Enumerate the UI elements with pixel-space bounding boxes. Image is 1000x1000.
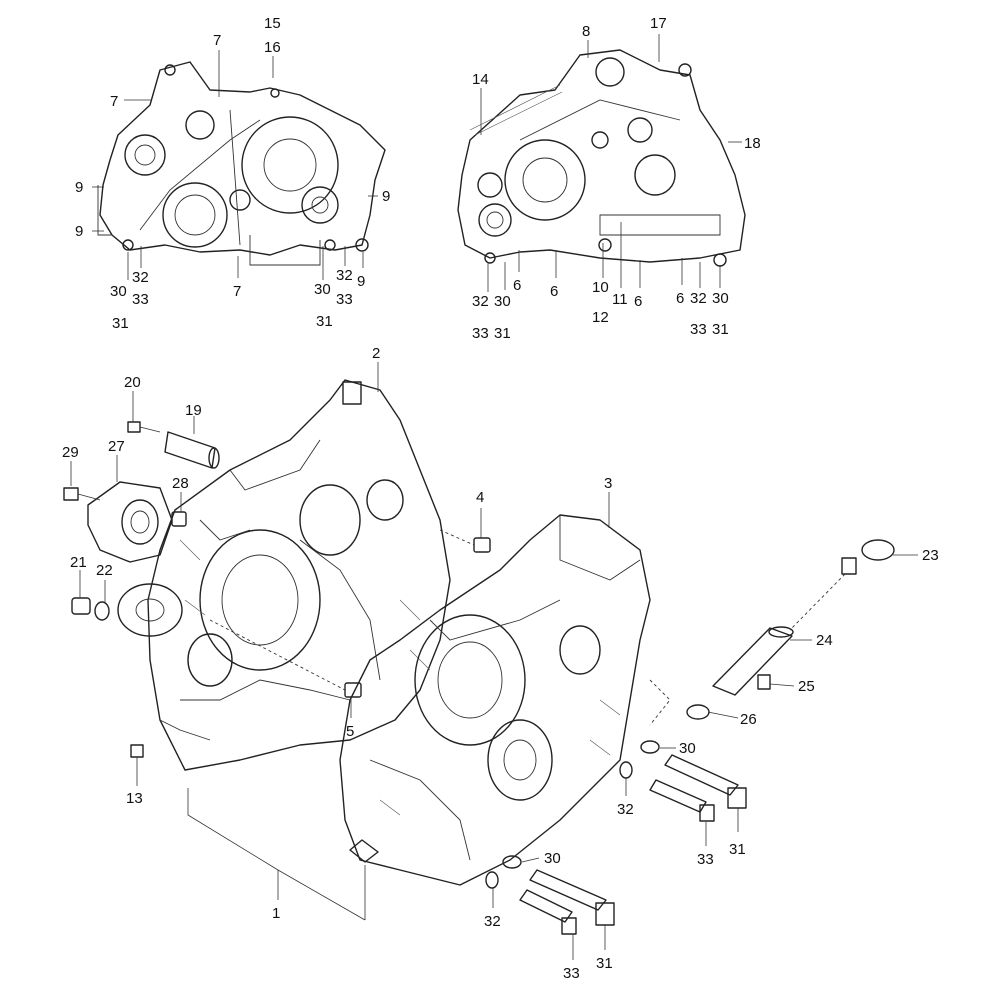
callout-16: 16 <box>264 39 281 56</box>
callout-9: 9 <box>382 188 390 205</box>
washer-22 <box>94 601 110 621</box>
leader-lines <box>70 34 918 960</box>
washer-32-upper <box>619 761 633 779</box>
oil-pump-cover-27 <box>87 481 173 563</box>
callout-32: 32 <box>472 293 489 310</box>
washer-30-upper <box>640 740 660 754</box>
callout-24: 24 <box>816 632 833 649</box>
dowel-4 <box>473 537 491 553</box>
callout-2: 2 <box>372 345 380 362</box>
callout-33: 33 <box>563 965 580 982</box>
callout-31: 31 <box>316 313 333 330</box>
callout-30: 30 <box>544 850 561 867</box>
callout-19: 19 <box>185 402 202 419</box>
bolt-20 <box>127 421 161 433</box>
bolt-33-upper <box>649 779 715 822</box>
callout-29: 29 <box>62 444 79 461</box>
callout-21: 21 <box>70 554 87 571</box>
callout-11: 11 <box>612 291 628 308</box>
right-crankcase-main <box>339 514 651 886</box>
callout-30: 30 <box>712 290 729 307</box>
callout-30: 30 <box>110 283 127 300</box>
dipstick-23 <box>789 539 895 631</box>
callout-18: 18 <box>744 135 761 152</box>
callout-3: 3 <box>604 475 612 492</box>
callout-25: 25 <box>798 678 815 695</box>
callout-33: 33 <box>690 321 707 338</box>
callout-6: 6 <box>550 283 558 300</box>
callout-26: 26 <box>740 711 757 728</box>
bolt-31-upper <box>664 754 747 809</box>
callout-1: 1 <box>272 905 280 922</box>
callout-32: 32 <box>484 913 501 930</box>
callout-15: 15 <box>264 15 281 32</box>
filler-tube-24 <box>712 626 794 696</box>
callout-30: 30 <box>494 293 511 310</box>
pipe-19 <box>164 431 220 469</box>
callout-labels: 15 16 7 7 9 9 9 9 32 33 30 31 7 32 33 30… <box>62 15 939 982</box>
plug-21 <box>71 597 91 615</box>
callout-7: 7 <box>213 32 221 49</box>
callout-30: 30 <box>679 740 696 757</box>
callout-12: 12 <box>592 309 609 326</box>
callout-5: 5 <box>346 723 354 740</box>
callout-9: 9 <box>357 273 365 290</box>
callout-28: 28 <box>172 475 189 492</box>
callout-9: 9 <box>75 223 83 240</box>
callout-32: 32 <box>336 267 353 284</box>
callout-17: 17 <box>650 15 667 32</box>
callout-6: 6 <box>676 290 684 307</box>
bolt-33-lower <box>519 889 577 935</box>
callout-31: 31 <box>712 321 729 338</box>
right-crankcase-inner-view <box>457 49 746 267</box>
o-ring-26 <box>686 704 710 720</box>
callout-6: 6 <box>634 293 642 310</box>
callout-33: 33 <box>132 291 149 308</box>
left-crankcase-main <box>147 379 451 771</box>
bolt-29 <box>63 487 101 501</box>
gasket-plate <box>117 583 183 637</box>
callout-22: 22 <box>96 562 113 579</box>
callout-32: 32 <box>132 269 149 286</box>
callout-14: 14 <box>472 71 489 88</box>
callout-31: 31 <box>729 841 746 858</box>
callout-31: 31 <box>112 315 129 332</box>
callout-7: 7 <box>110 93 118 110</box>
callout-23: 23 <box>922 547 939 564</box>
callout-6: 6 <box>513 277 521 294</box>
callout-9: 9 <box>75 179 83 196</box>
callout-33: 33 <box>697 851 714 868</box>
callout-32: 32 <box>690 290 707 307</box>
callout-30: 30 <box>314 281 331 298</box>
callout-20: 20 <box>124 374 141 391</box>
callout-33: 33 <box>472 325 489 342</box>
callout-13: 13 <box>126 790 143 807</box>
left-crankcase-inner-view <box>97 61 386 266</box>
callout-8: 8 <box>582 23 590 40</box>
washer-30-lower <box>502 855 522 869</box>
callout-7: 7 <box>233 283 241 300</box>
callout-10: 10 <box>592 279 609 296</box>
bolt-25 <box>757 674 771 690</box>
washer-32-lower <box>485 871 499 889</box>
callout-31: 31 <box>596 955 613 972</box>
plug-13 <box>130 744 144 758</box>
callout-27: 27 <box>108 438 125 455</box>
dowel-28 <box>171 511 187 527</box>
callout-4: 4 <box>476 489 484 506</box>
callout-33: 33 <box>336 291 353 308</box>
callout-32: 32 <box>617 801 634 818</box>
callout-31: 31 <box>494 325 511 342</box>
